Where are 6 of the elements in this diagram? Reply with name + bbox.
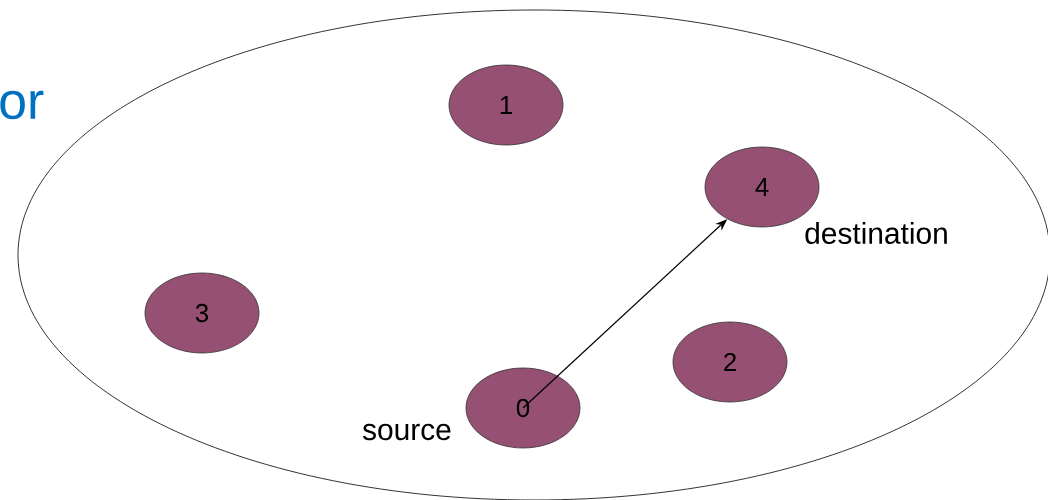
circle-node: 2 <box>672 321 788 403</box>
heading-fragment: or <box>0 90 44 120</box>
circle-node: 3 <box>144 272 260 354</box>
circle-node: 0 <box>465 367 581 449</box>
node-caption: source <box>362 423 451 441</box>
circle-node: 1 <box>448 64 564 146</box>
